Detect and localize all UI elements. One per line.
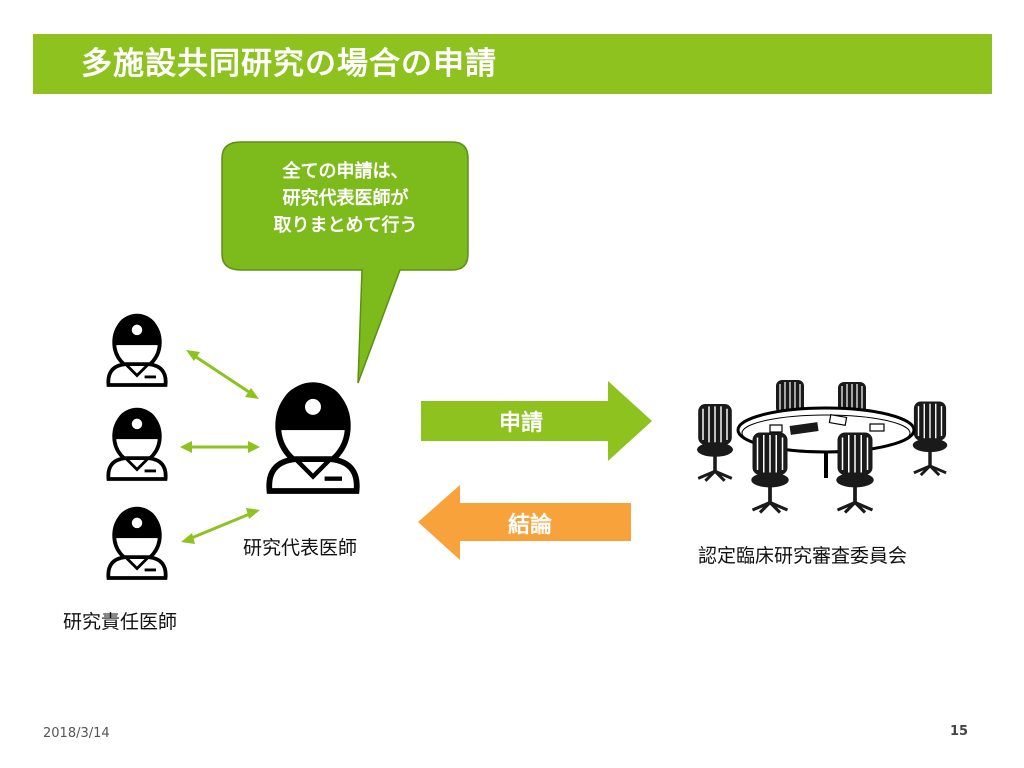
site-physician-icon [106, 406, 168, 481]
conclusion-label: 結論 [508, 513, 553, 538]
lead-physician-label: 研究代表医師 [243, 537, 358, 559]
slide-date: 2018/3/14 [43, 726, 110, 741]
callout-bubble [221, 141, 469, 384]
application-arrow [421, 381, 652, 461]
conclusion-arrow [418, 485, 631, 560]
callout-line: 全ての申請は、 [282, 161, 409, 182]
callout-line: 取りまとめて行う [273, 215, 418, 236]
lead-physician-icon [269, 384, 357, 491]
connector-arrow [192, 353, 253, 396]
connector-arrows [180, 350, 260, 544]
application-label: 申請 [499, 411, 544, 436]
page-number: 15 [950, 724, 969, 739]
committee-table-icon [695, 378, 949, 515]
callout-text: 全ての申請は、 研究代表医師が 取りまとめて行う [223, 158, 468, 239]
site-physicians-label: 研究責任医師 [63, 611, 178, 633]
title-bar: 多施設共同研究の場合の申請 [33, 34, 992, 94]
site-physician-icon [106, 312, 168, 387]
committee-label: 認定臨床研究審査委員会 [698, 545, 908, 567]
callout-line: 研究代表医師が [282, 188, 409, 209]
connector-arrow [188, 511, 253, 541]
site-physician-icon [106, 505, 168, 580]
slide-title: 多施設共同研究の場合の申請 [81, 46, 497, 82]
